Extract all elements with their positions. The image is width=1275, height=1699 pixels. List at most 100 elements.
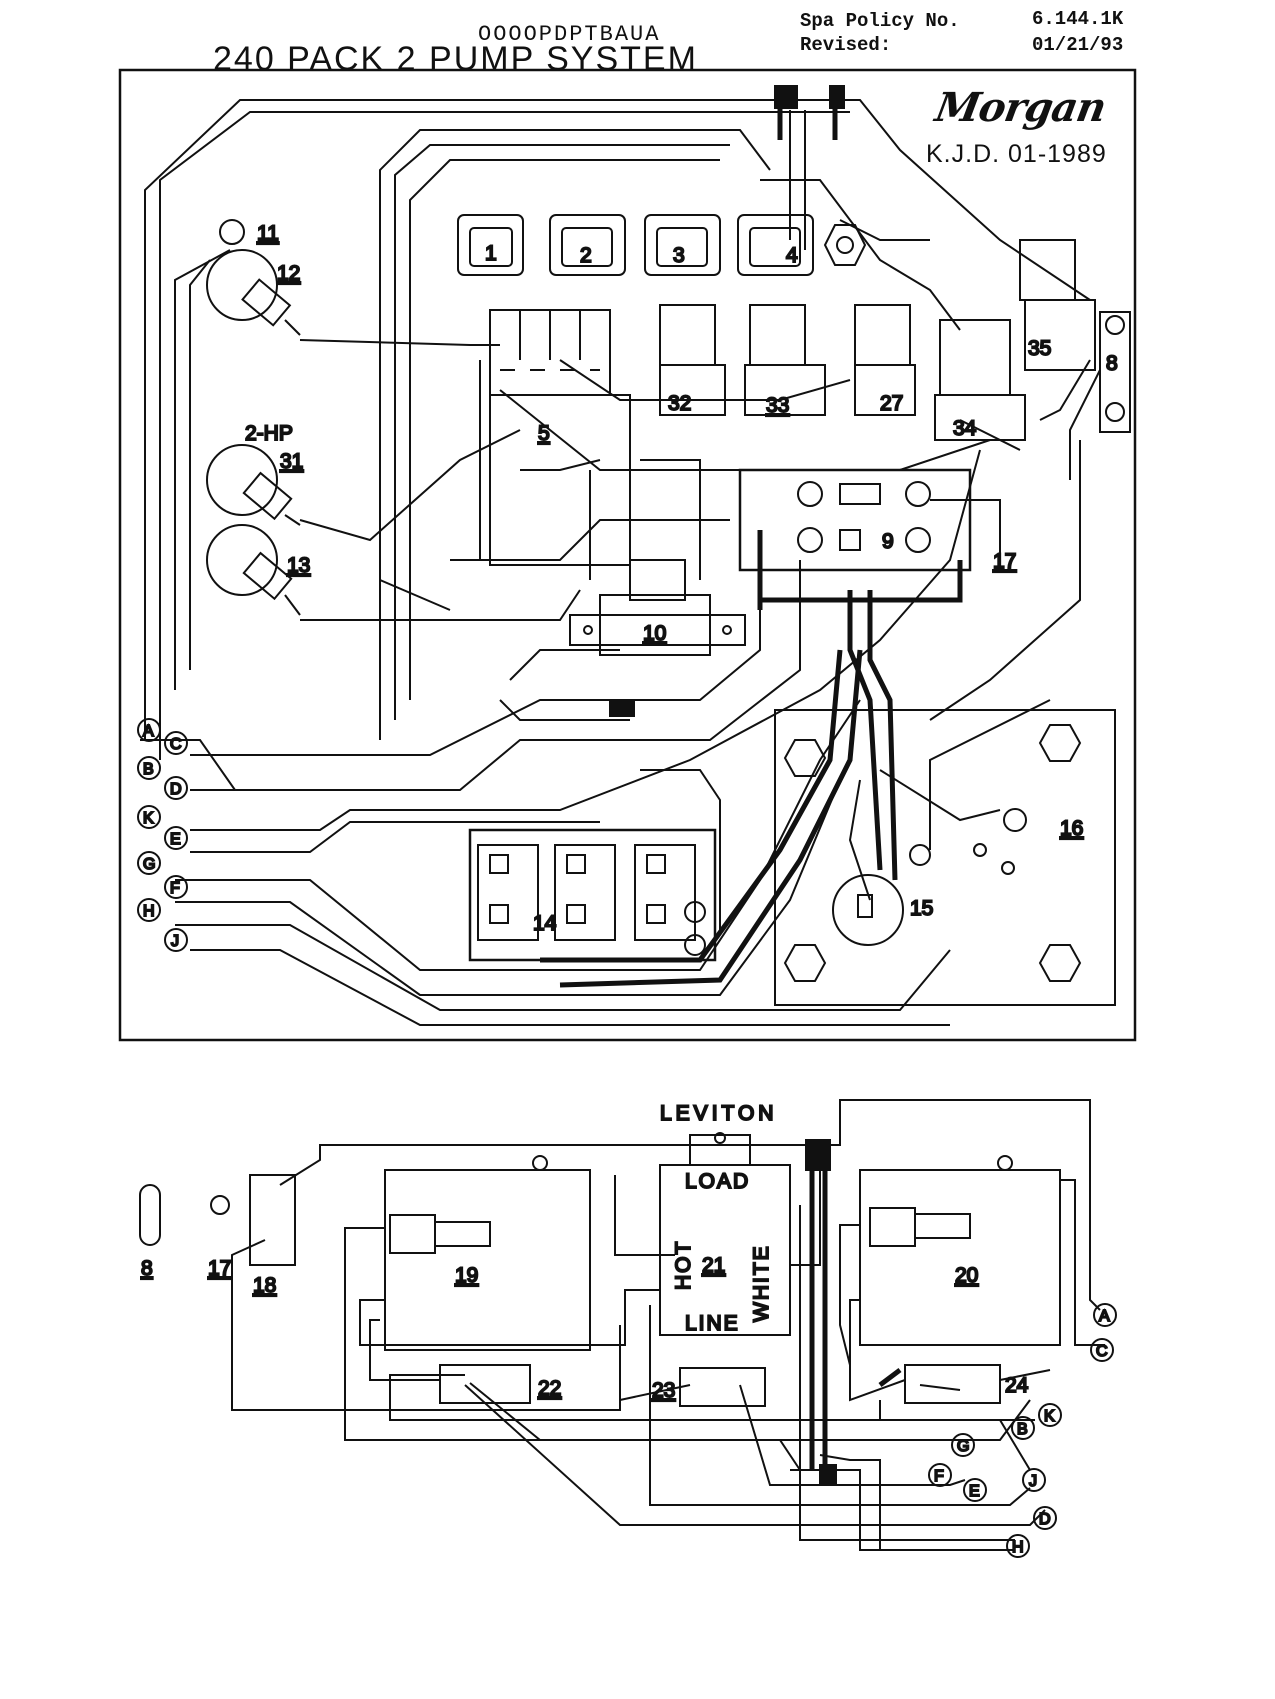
conn-bot-b: B [1017, 1421, 1028, 1438]
label-5: 5 [538, 422, 550, 445]
connector-letters-bottom: A C K B G F J E D H [933, 1307, 1111, 1557]
component-8-oval [139, 1184, 161, 1246]
transformer-10 [569, 559, 746, 656]
relay-33 [744, 304, 826, 416]
connector-2 [549, 214, 626, 276]
top-connector-block [774, 85, 798, 109]
label-white: WHITE [750, 1244, 773, 1322]
small-lamp-bottom [210, 1195, 230, 1215]
conn-bot-c: C [1096, 1343, 1108, 1360]
label-3: 3 [673, 244, 685, 267]
label-hot: HOT [672, 1240, 695, 1290]
label-34: 34 [953, 417, 977, 440]
label-15: 15 [910, 897, 933, 920]
policy-value: 6.144.1K [1032, 8, 1124, 30]
ground-block [609, 699, 635, 717]
label-16: 16 [1060, 817, 1083, 840]
drafter-stamp: K.J.D. 01-1989 [926, 140, 1107, 168]
bottom-connector-low [819, 1464, 837, 1484]
terminal-block-9 [738, 468, 972, 572]
conn-top-a: A [143, 723, 154, 740]
heater-plate-16 [774, 709, 1116, 1006]
policy-label: Spa Policy No. [800, 10, 960, 32]
conn-top-c: C [170, 736, 182, 753]
label-8-bottom: 8 [141, 1257, 153, 1280]
conn-bot-d: D [1039, 1511, 1051, 1528]
conn-bot-j: J [1029, 1473, 1037, 1490]
label-12: 12 [277, 262, 300, 285]
label-21: 21 [702, 1254, 725, 1277]
sensor-13 [206, 524, 301, 616]
bottom-heavy-traces [809, 1150, 902, 1470]
hex-nut-top-hole [836, 236, 854, 254]
label-18: 18 [253, 1274, 276, 1297]
conn-top-k: K [143, 810, 154, 827]
conn-bot-h: H [1012, 1539, 1024, 1556]
label-4: 4 [786, 244, 798, 267]
sensor-12 [206, 249, 301, 336]
conn-bot-a: A [1099, 1308, 1110, 1325]
connector-letters-top: A C B D K E G F H J [142, 722, 183, 951]
terminal-8 [1099, 311, 1131, 433]
main-board-outline [118, 68, 1137, 1042]
label-1: 1 [485, 242, 497, 265]
conn-bot-k: K [1044, 1408, 1055, 1425]
component-11-lamp [219, 219, 245, 245]
revised-value: 01/21/93 [1032, 34, 1124, 56]
connector-1 [457, 214, 524, 276]
label-leviton: LEVITON [660, 1102, 777, 1125]
relay-27 [854, 304, 916, 416]
conn-top-j: J [171, 933, 179, 950]
top-connector-small [829, 85, 845, 109]
bottom-wiring [231, 1099, 1105, 1551]
label-13: 13 [287, 554, 310, 577]
conn-top-e: E [170, 831, 181, 848]
element-15 [832, 874, 904, 946]
connector-3 [644, 214, 721, 276]
label-19: 19 [455, 1264, 478, 1287]
conn-bot-g: G [957, 1438, 969, 1455]
conn-top-f: F [170, 880, 180, 897]
document-code: OOOOPDPTBAUA [478, 22, 661, 47]
relay-35 [1019, 239, 1096, 371]
switch-22 [439, 1364, 531, 1404]
label-2: 2 [580, 244, 592, 267]
conn-bot-e: E [969, 1483, 980, 1500]
heavy-traces [540, 90, 963, 988]
conn-bot-f: F [934, 1468, 944, 1485]
label-35: 35 [1028, 337, 1051, 360]
bottom-connector-top [805, 1139, 831, 1171]
board-wiring [140, 99, 1101, 1026]
relay-5 [489, 309, 631, 566]
relay-32 [659, 304, 726, 416]
control-box-19 [384, 1155, 591, 1351]
conn-top-d: D [170, 781, 182, 798]
hex-nut-top [823, 224, 867, 266]
label-27: 27 [880, 392, 903, 415]
connector-terminals-bottom [928, 1303, 1117, 1558]
diagram-title: 240 PACK 2 PUMP SYSTEM [213, 40, 698, 78]
label-17-top: 17 [993, 550, 1016, 573]
connector-terminals-top [137, 718, 188, 952]
label-9: 9 [882, 530, 894, 553]
label-8-top: 8 [1106, 352, 1118, 375]
switch-24 [904, 1364, 1001, 1404]
label-load: LOAD [685, 1170, 750, 1193]
label-33: 33 [766, 394, 789, 417]
switch-18 [249, 1174, 296, 1266]
sensor-31 [206, 444, 301, 526]
label-line: LINE [685, 1312, 740, 1335]
conn-top-b: B [143, 761, 154, 778]
label-32: 32 [668, 392, 691, 415]
label-20: 20 [955, 1264, 978, 1287]
switch-23 [679, 1367, 766, 1407]
connector-4 [737, 214, 814, 276]
conn-top-g: G [143, 856, 155, 873]
label-10: 10 [643, 622, 666, 645]
revised-label: Revised: [800, 34, 892, 56]
label-17-bottom: 17 [208, 1257, 231, 1280]
gfci-21 [659, 1132, 791, 1336]
control-box-20 [859, 1155, 1061, 1346]
label-22: 22 [538, 1377, 561, 1400]
